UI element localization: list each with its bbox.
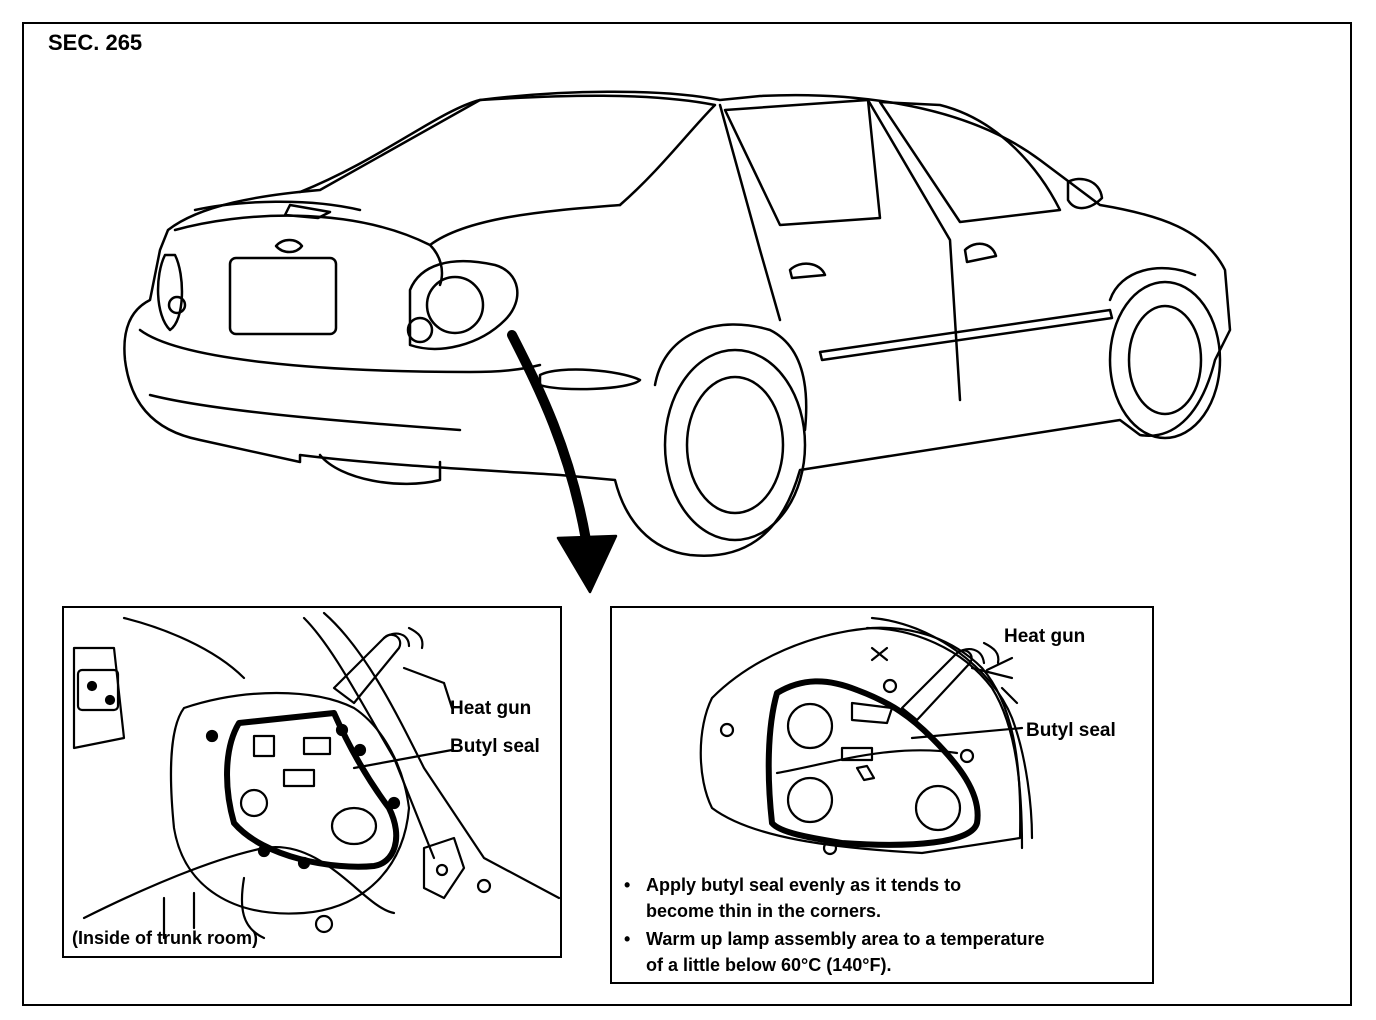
front-window <box>878 100 1062 224</box>
rear-door-handle <box>788 262 827 280</box>
diagram-frame <box>22 22 1352 1006</box>
left-panel-caption: (Inside of trunk room) <box>72 928 258 948</box>
taillight-assembly-drawing <box>699 616 1034 856</box>
front-door-handle <box>963 242 998 264</box>
bullet: • <box>624 929 631 949</box>
license-plate <box>228 256 338 336</box>
instruction-note-1: •Apply butyl seal evenly as it tends to … <box>624 872 961 924</box>
heat-gun-left <box>332 633 402 705</box>
butyl-seal-left <box>224 710 400 870</box>
section-code: SEC. 265 <box>48 30 143 55</box>
car-body-outline <box>123 90 1232 557</box>
note-1-line-1: Apply butyl seal evenly as it tends to <box>646 875 962 895</box>
right-heat-gun-label: Heat gun <box>1004 626 1086 647</box>
taillight-left <box>156 253 184 332</box>
heat-gun-right <box>900 649 973 722</box>
rear-window <box>723 98 882 227</box>
note-2-line-1: Warm up lamp assembly area to a temperat… <box>646 929 1045 949</box>
left-butyl-seal-label: Butyl seal <box>450 736 540 757</box>
side-mirror <box>1066 177 1104 210</box>
side-molding <box>818 308 1114 362</box>
left-heat-gun-label: Heat gun <box>450 698 532 719</box>
note-1-line-2: become thin in the corners. <box>646 901 882 921</box>
instruction-note-2: • Warm up lamp assembly area to a tempera… <box>624 926 1044 978</box>
right-butyl-seal-label: Butyl seal <box>1026 720 1116 741</box>
callout-arrow <box>507 330 591 545</box>
emblem <box>274 238 304 254</box>
note-2-line-2: of a little below 60°C (140°F). <box>646 955 892 975</box>
front-wheel <box>1108 280 1222 440</box>
taillight-right <box>408 259 519 351</box>
left-inset-panel: Heat gun Butyl seal (Inside of trunk roo… <box>62 606 562 958</box>
right-inset-panel: Heat gun Butyl seal • Apply butyl seal ev… <box>610 606 1154 984</box>
trunk-interior-drawing <box>72 611 560 940</box>
rear-wheel <box>663 348 807 542</box>
bullet: • <box>624 875 631 895</box>
butyl-seal-right <box>765 678 981 848</box>
